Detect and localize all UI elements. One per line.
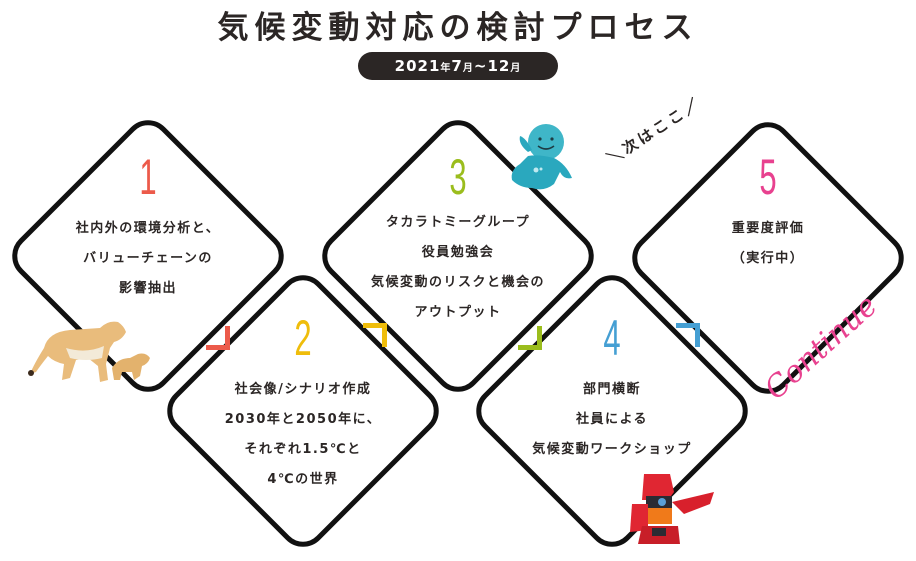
- red-robot-icon: [630, 474, 714, 544]
- step-2-line-1: 社会像/シナリオ作成: [234, 382, 372, 397]
- step-1-bracket: [206, 326, 230, 350]
- step-4-line-1: 部門横断: [582, 382, 641, 397]
- period-end-month: 12: [487, 57, 511, 75]
- period-badge: 2021年7月~12月: [358, 52, 558, 80]
- period-end-unit: 月: [510, 63, 522, 74]
- period-month-unit: 月: [462, 63, 474, 74]
- step-2-line-3: それぞれ1.5℃と: [244, 442, 362, 457]
- step-4-bracket: [676, 323, 700, 347]
- step-2-number: 2: [294, 310, 312, 366]
- step-4-content: 4 部門横断 社員による 気候変動ワークショップ: [492, 313, 732, 465]
- step-4-line-3: 気候変動ワークショップ: [532, 442, 692, 457]
- step-1-line-2: バリューチェーンの: [83, 251, 213, 266]
- period-year-unit: 年: [440, 63, 452, 74]
- step-3-content: 3 タカラトミーグループ 役員勉強会 気候変動のリスクと機会の アウトプット: [338, 152, 578, 328]
- step-1-content: 1 社内外の環境分析と、 バリューチェーンの 影響抽出: [28, 152, 268, 304]
- step-3-line-1: タカラトミーグループ: [385, 215, 531, 230]
- step-2-line-4: 4℃の世界: [267, 472, 339, 487]
- step-3-line-4: アウトプット: [414, 305, 502, 320]
- page-title: 気候変動対応の検討プロセス: [217, 10, 699, 46]
- step-3-number: 3: [449, 149, 467, 205]
- lion-figure-icon: [28, 321, 150, 382]
- step-5-number: 5: [759, 149, 777, 205]
- step-2-line-2: 2030年と2050年に、: [224, 412, 382, 427]
- step-1-line-3: 影響抽出: [118, 281, 177, 296]
- period-year: 2021: [394, 57, 441, 75]
- step-3-line-3: 気候変動のリスクと機会の: [370, 275, 545, 290]
- step-5-line-1: 重要度評価: [731, 221, 805, 236]
- step-2-content: 2 社会像/シナリオ作成 2030年と2050年に、 それぞれ1.5℃と 4℃の…: [183, 313, 423, 495]
- step-4-number: 4: [603, 310, 621, 366]
- step-1-line-1: 社内外の環境分析と、: [75, 221, 221, 236]
- step-1-number: 1: [139, 149, 157, 205]
- step-2-bracket: [363, 323, 387, 347]
- step-4-line-2: 社員による: [575, 412, 649, 427]
- blue-mascot-icon: [511, 124, 572, 190]
- step-5-line-2: （実行中）: [731, 251, 805, 266]
- period-start-month: 7: [451, 57, 463, 75]
- step-3-bracket: [518, 326, 542, 350]
- period-separator: ~: [473, 57, 488, 75]
- step-3-line-2: 役員勉強会: [421, 245, 495, 260]
- step-5-content: 5 重要度評価 （実行中）: [648, 152, 888, 274]
